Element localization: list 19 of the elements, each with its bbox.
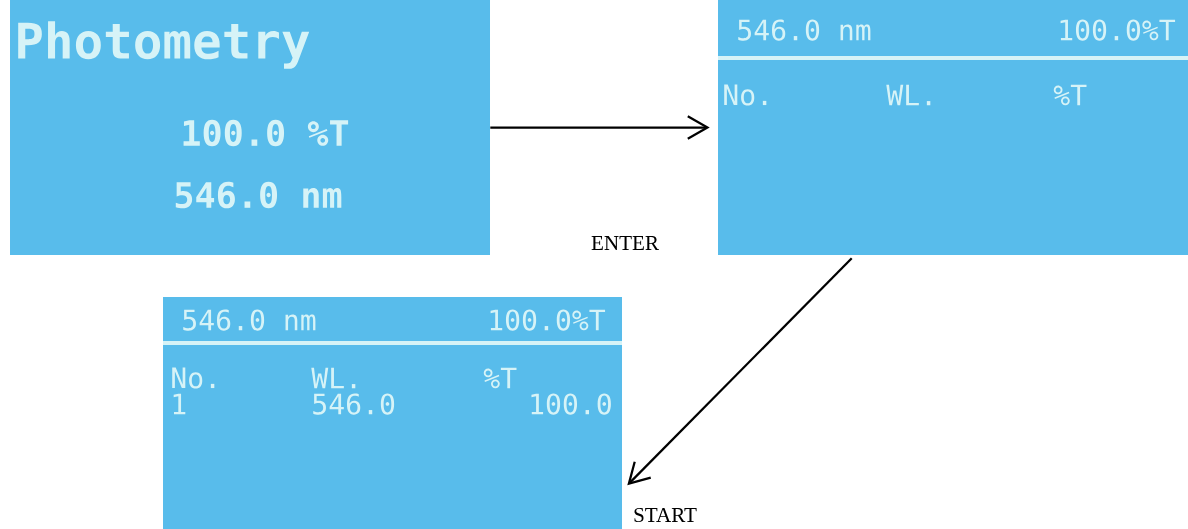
screen-text: 546.0 nm — [175, 181, 342, 209]
arrow — [490, 115, 710, 140]
screen-text: No. — [172, 367, 215, 389]
screen-text: 1 — [173, 393, 186, 415]
screen-text: %T — [483, 367, 517, 389]
screen-text: 100.0 — [531, 393, 611, 415]
screen-text: No. — [724, 84, 767, 106]
screen-text: 546.0 nm — [738, 19, 871, 41]
screen-text: 100.0 %T — [183, 119, 349, 147]
screen-text: WL. — [886, 84, 931, 106]
screen-text: 546.0 — [313, 393, 395, 415]
arrow — [627, 257, 853, 486]
screen-text: 546.0 nm — [183, 309, 316, 331]
screen-text: %T — [1053, 84, 1087, 106]
key-label: ENTER — [591, 236, 659, 250]
screen-text: Photometry — [18, 21, 310, 69]
screen-text: WL. — [311, 367, 356, 389]
screen-text: 100.0%T — [1060, 19, 1176, 41]
screen-text: 100.0%T — [490, 309, 606, 331]
